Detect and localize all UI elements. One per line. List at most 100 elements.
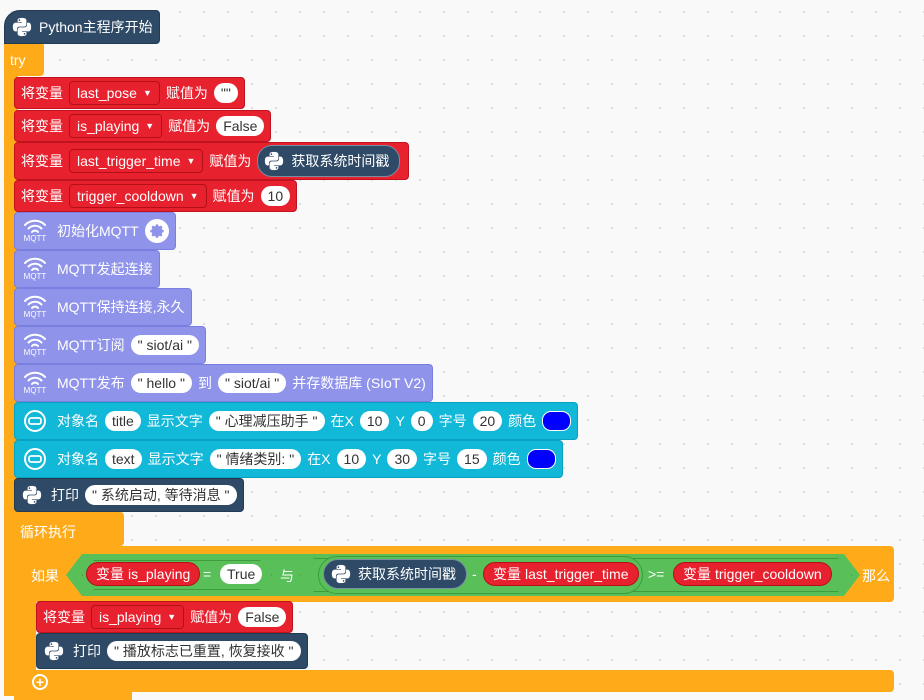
try-block-header[interactable]	[4, 42, 44, 76]
variable-name: last_trigger_time	[77, 153, 181, 169]
display-text-block[interactable]: 对象名 title 显示文字 " 心理减压助手 " 在X 10 Y 0 字号 2…	[14, 402, 579, 440]
get-timestamp-reporter[interactable]: 获取系统时间戳	[323, 559, 467, 589]
y-input[interactable]: 30	[387, 449, 418, 469]
set-prefix: 将变量	[21, 85, 63, 101]
gte-operator: >=	[648, 566, 665, 582]
variable-dropdown[interactable]: trigger_cooldown ▼	[69, 184, 207, 208]
chevron-down-icon: ▼	[189, 191, 199, 201]
set-variable-block[interactable]: 将变量 last_pose▼ 赋值为 ""	[14, 77, 245, 109]
mqtt-connect-label: MQTT发起连接	[57, 261, 153, 277]
wifi-icon: MQTT	[19, 257, 51, 281]
x-input[interactable]: 10	[336, 449, 367, 469]
mqtt-subscribe-label: MQTT订阅	[57, 337, 125, 353]
text-input[interactable]: " 心理减压助手 "	[208, 411, 325, 431]
set-variable-block[interactable]: 将变量 is_playing▼ 赋值为 False	[14, 110, 272, 142]
set-variable-block[interactable]: 将变量 trigger_cooldown▼ 赋值为 10	[14, 180, 298, 212]
show-text-label: 显示文字	[147, 451, 204, 467]
mqtt-init-label: 初始化MQTT	[57, 223, 139, 239]
font-size-input[interactable]: 20	[472, 411, 503, 431]
font-size-label: 字号	[423, 451, 452, 467]
mqtt-init-block[interactable]: MQTT 初始化MQTT	[14, 212, 176, 250]
object-name-input[interactable]: text	[105, 449, 142, 469]
var-prefix: 变量	[96, 566, 124, 582]
variable-name: last_pose	[77, 85, 137, 101]
set-prefix: 将变量	[21, 188, 63, 204]
color-swatch[interactable]	[542, 411, 572, 431]
set-variable-block[interactable]: 将变量 last_trigger_time▼ 赋值为 获取系统时间戳	[14, 142, 410, 180]
variable-reporter[interactable]: 变量 is_playing	[86, 562, 201, 586]
variable-dropdown[interactable]: is_playing▼	[91, 605, 185, 629]
mqtt-connect-block[interactable]: MQTT MQTT发起连接	[14, 250, 160, 288]
equals-operator: =	[203, 566, 212, 582]
y-label: Y	[372, 451, 382, 467]
then-label: 那么	[862, 568, 890, 584]
value-input[interactable]: ""	[213, 83, 238, 103]
display-text-block[interactable]: 对象名 text 显示文字 " 情绪类别: " 在X 10 Y 30 字号 15…	[14, 440, 563, 478]
topic-input[interactable]: " siot/ai "	[130, 335, 199, 355]
x-label: 在X	[330, 413, 354, 429]
print-block[interactable]: 打印 " 系统启动, 等待消息 "	[14, 478, 244, 512]
mqtt-publish-label: MQTT发布	[57, 375, 125, 391]
print-label: 打印	[73, 643, 101, 659]
font-size-label: 字号	[438, 413, 467, 429]
font-size-input[interactable]: 15	[457, 449, 487, 469]
chevron-down-icon: ▼	[186, 156, 196, 166]
python-icon	[263, 150, 285, 172]
show-text-label: 显示文字	[146, 413, 203, 429]
python-icon	[11, 16, 33, 38]
x-input[interactable]: 10	[359, 411, 390, 431]
value-input[interactable]: False	[216, 116, 265, 136]
variable-dropdown[interactable]: last_pose▼	[69, 81, 160, 105]
message-input[interactable]: " hello "	[130, 373, 192, 393]
python-main-hat-block[interactable]: Python主程序开始	[4, 10, 160, 44]
object-name-label: 对象名	[57, 451, 99, 467]
print-label: 打印	[51, 487, 79, 503]
add-branch-icon[interactable]: +	[32, 674, 48, 690]
loop-block-header[interactable]	[14, 512, 124, 546]
chevron-down-icon: ▼	[145, 121, 155, 131]
loop-block-footer[interactable]	[14, 690, 132, 700]
if-block-footer[interactable]	[24, 670, 894, 692]
variable-name: is_playing	[128, 566, 191, 582]
chevron-down-icon: ▼	[167, 612, 177, 622]
color-swatch[interactable]	[526, 449, 556, 469]
get-timestamp-reporter[interactable]: 获取系统时间戳	[257, 145, 401, 177]
value-input[interactable]: False	[238, 607, 287, 627]
variable-name: trigger_cooldown	[715, 566, 822, 582]
set-prefix: 将变量	[21, 153, 63, 169]
try-label: try	[10, 52, 26, 68]
value-input[interactable]: 10	[260, 186, 291, 206]
mqtt-icon-label: MQTT	[23, 348, 47, 357]
value-input[interactable]: True	[220, 564, 263, 584]
y-input[interactable]: 0	[410, 411, 433, 431]
print-input[interactable]: " 系统启动, 等待消息 "	[85, 485, 237, 505]
mqtt-keepalive-block[interactable]: MQTT MQTT保持连接,永久	[14, 288, 192, 326]
mqtt-icon-label: MQTT	[23, 234, 47, 243]
variable-name: trigger_cooldown	[77, 188, 184, 204]
gear-icon[interactable]	[144, 219, 169, 243]
set-variable-block[interactable]: 将变量 is_playing▼ 赋值为 False	[36, 601, 294, 633]
variable-reporter[interactable]: 变量 trigger_cooldown	[673, 562, 832, 586]
and-operator: 与	[280, 568, 294, 584]
variable-dropdown[interactable]: is_playing ▼	[69, 114, 163, 138]
if-block-body[interactable]	[24, 596, 36, 676]
variable-reporter[interactable]: 变量 last_trigger_time	[483, 562, 639, 586]
topic-input[interactable]: " siot/ai "	[217, 373, 287, 393]
text-input[interactable]: " 情绪类别: "	[209, 449, 302, 469]
get-timestamp-label: 获取系统时间戳	[291, 153, 390, 169]
variable-dropdown[interactable]: last_trigger_time ▼	[69, 149, 204, 173]
variable-name: last_trigger_time	[525, 566, 629, 582]
object-name-input[interactable]: title	[105, 411, 141, 431]
python-icon	[19, 484, 45, 506]
color-label: 颜色	[492, 451, 521, 467]
print-block[interactable]: 打印 " 播放标志已重置, 恢复接收 "	[36, 633, 308, 669]
if-label: 如果	[31, 568, 59, 584]
publish-to-label: 到	[197, 375, 212, 391]
mqtt-subscribe-block[interactable]: MQTT MQTT订阅 " siot/ai "	[14, 326, 206, 364]
print-input[interactable]: " 播放标志已重置, 恢复接收 "	[107, 641, 301, 661]
screen-icon	[19, 409, 51, 433]
mqtt-icon-label: MQTT	[23, 310, 47, 319]
mqtt-publish-block[interactable]: MQTT MQTT发布 " hello " 到 " siot/ai " 并存数据…	[14, 364, 433, 402]
variable-name: is_playing	[77, 118, 140, 134]
wifi-icon: MQTT	[19, 219, 51, 243]
